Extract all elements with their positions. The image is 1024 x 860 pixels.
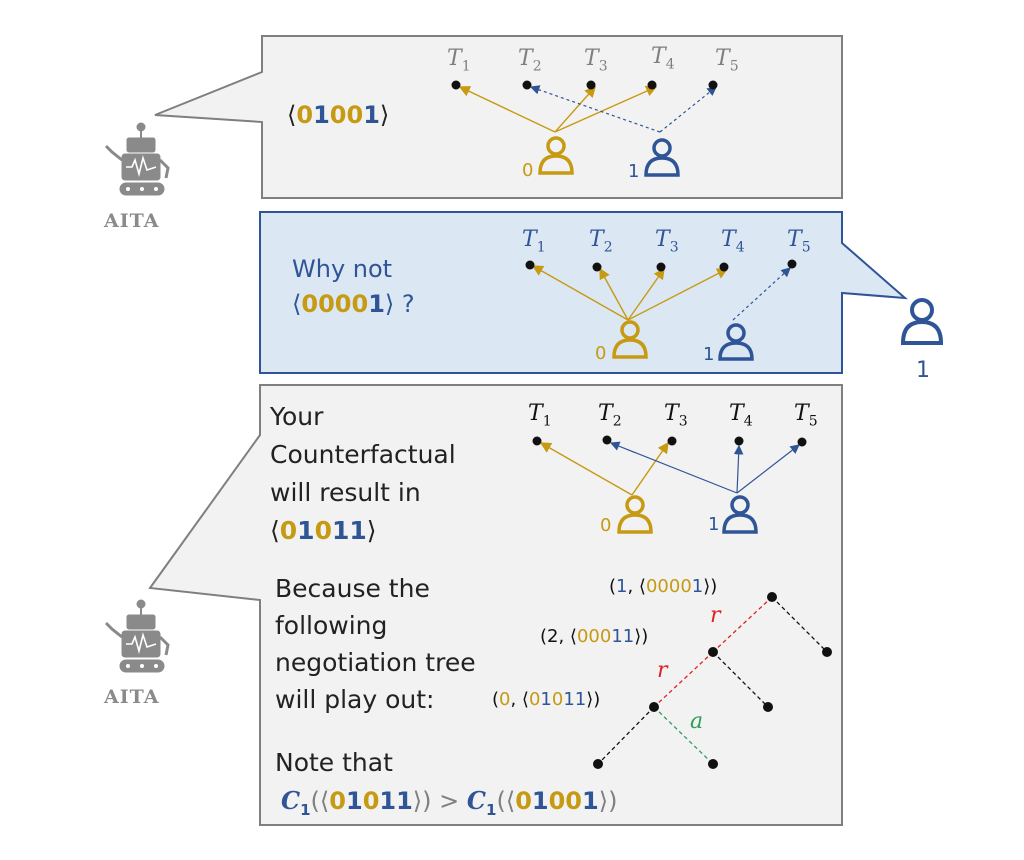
person-icon (900, 298, 944, 345)
panel2-question-line2: ⟨00001⟩ ? (292, 290, 415, 318)
agent-label: AITA (104, 686, 160, 708)
panel3-callout (148, 384, 843, 826)
panel1-callout (154, 35, 843, 199)
person-icon (612, 320, 648, 359)
panel2-task-dots (525, 259, 797, 272)
panel2-question-line1: Why not (292, 255, 393, 283)
task-label: T3 (664, 401, 688, 430)
task-label: T5 (787, 227, 811, 256)
agent0-label: 0 (595, 343, 607, 364)
edge-label-reject: r (710, 603, 721, 628)
edge-label-reject: r (657, 658, 668, 683)
tree-node (708, 647, 718, 657)
panel1-allocation: ⟨01001⟩ (287, 101, 390, 129)
panel1-task-dots (451, 80, 718, 90)
panel3-arrows (539, 441, 800, 496)
task-label: T3 (584, 46, 608, 75)
task-label: T2 (518, 46, 542, 75)
tree-node (708, 759, 718, 769)
task-label: T2 (598, 401, 622, 430)
tree-node-label: (2, ⟨00011⟩) (540, 626, 649, 647)
agent-label: AITA (104, 210, 160, 232)
task-label: T4 (721, 227, 745, 256)
tree-node-label: (0, ⟨01011⟩) (492, 689, 601, 710)
task-label: T5 (794, 401, 818, 430)
robot-icon (104, 122, 170, 196)
task-label: T4 (651, 44, 675, 73)
tree-node (763, 702, 773, 712)
task-label: T4 (729, 401, 753, 430)
task-label: T2 (589, 227, 613, 256)
tree-node (649, 702, 659, 712)
robot-icon (104, 599, 170, 673)
agent1-label: 1 (703, 344, 715, 365)
person-icon (722, 495, 758, 534)
panel3-task-dots (532, 435, 807, 447)
note-inequality: C1(⟨01011⟩) > C1(⟨01001⟩) (281, 786, 618, 819)
negotiation-tree (593, 592, 832, 769)
tree-node (593, 759, 603, 769)
tree-node (767, 592, 777, 602)
agent0-label: 0 (600, 515, 612, 536)
task-label: T3 (655, 227, 679, 256)
task-label: T1 (528, 401, 552, 430)
edge-label-accept: a (690, 709, 704, 734)
person-icon (538, 136, 574, 175)
agent1-label: 1 (708, 514, 720, 535)
agent0-label: 0 (522, 160, 534, 181)
panel1-arrows (458, 85, 717, 133)
person-icon (644, 138, 680, 177)
agent1-label: 1 (628, 161, 640, 182)
panel2-arrows (531, 265, 791, 321)
note-label: Note that (275, 748, 393, 777)
person-icon (718, 323, 754, 361)
task-label: T1 (447, 46, 471, 75)
panel3-result-text: Your Counterfactual will result in ⟨0101… (270, 402, 456, 545)
task-label: T1 (522, 227, 546, 256)
panel3-because-text: Because the following negotiation tree w… (275, 574, 476, 714)
tree-node-label: (1, ⟨00001⟩) (609, 576, 718, 597)
person-icon (617, 495, 653, 534)
task-label: T5 (715, 46, 739, 75)
tree-node (822, 647, 832, 657)
user-label: 1 (916, 358, 930, 383)
